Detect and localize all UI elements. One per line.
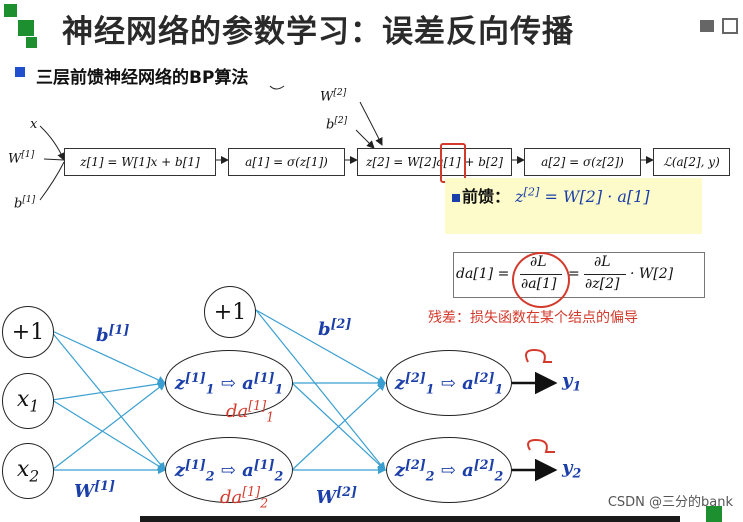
residual-note: 残差：损失函数在某个结点的偏导 [428, 310, 638, 326]
arrow-icon: ⇨ [220, 459, 236, 481]
chain-box-z1: z[1] = W[1]x + b[1] [64, 148, 216, 176]
arrow-icon: ⇨ [440, 459, 456, 481]
arrow-icon: ⇨ [440, 372, 456, 394]
slide-icon-2 [722, 18, 738, 34]
hidden-node-2: z[1]2 ⇨ a[1]2 [165, 437, 293, 503]
w2-label: W[2] [316, 484, 357, 508]
highlight-mark-a1 [440, 143, 466, 183]
input-node-x1: x1 [2, 373, 54, 429]
backprop-lhs: da[1] = [456, 266, 510, 282]
logo-square-2 [18, 20, 34, 36]
slide-subtitle: 三层前馈神经网络的BP算法 [36, 68, 249, 88]
hidden-node-1: z[1]1 ⇨ a[1]1 [165, 350, 293, 416]
b1-label: b[1] [96, 322, 130, 346]
slide-title: 神经网络的参数学习：误差反向传播 [62, 14, 574, 50]
chain-box-loss: ℒ(a[2], y) [653, 148, 730, 176]
backprop-frac2-den: ∂z[2] [585, 276, 620, 292]
input-x-label: x [30, 117, 38, 132]
chain-box-a1: a[1] = σ(z[1]) [228, 148, 345, 176]
input-node-x2: x2 [2, 443, 54, 499]
red-circle-mark [512, 252, 570, 308]
w1-label: W[1] [74, 478, 115, 502]
bottom-bar [140, 516, 680, 522]
input-w2-label: W[2] [320, 88, 347, 105]
input-b1-label: b[1] [14, 195, 36, 212]
bullet-icon [15, 67, 25, 77]
slide-icon [700, 20, 714, 32]
arrow-icon: ⇨ [220, 372, 236, 394]
logo-square-1 [4, 4, 17, 17]
feedforward-bullet-icon [452, 194, 460, 202]
frac2-line [584, 274, 626, 275]
backprop-equation-box [453, 252, 705, 298]
hidden-da-2: da[1]2 [220, 484, 269, 511]
network-edges [49, 309, 558, 482]
output-node-2: z[2]2 ⇨ a[2]2 [386, 437, 512, 503]
bottom-right-square [706, 506, 722, 522]
watermark: CSDN @三分的bank [607, 495, 733, 510]
backprop-eq-sign: = [568, 266, 580, 282]
backprop-frac2-num: ∂L [594, 254, 611, 270]
backprop-tail: · W[2] [630, 266, 674, 282]
b2-label: b[2] [318, 316, 352, 340]
logo-square-3 [26, 37, 37, 48]
hidden-da-1: da[1]1 [226, 398, 275, 425]
input-w1-label: W[1] [8, 150, 35, 167]
chain-box-a2: a[2] = σ(z[2]) [524, 148, 641, 176]
input-b2-label: b[2] [326, 116, 348, 133]
output-y2: y2 [562, 457, 582, 481]
chain-arrows [39, 85, 654, 201]
output-y1: y1 [562, 370, 582, 394]
feedforward-panel [445, 178, 702, 234]
input-node-bias: +1 [2, 306, 54, 358]
hidden-bias-node: +1 [204, 286, 256, 338]
feedforward-note: 前馈： z[2] = W[2] · a[1] [452, 183, 650, 207]
output-node-1: z[2]1 ⇨ a[2]1 [386, 350, 512, 416]
chain-box-z2: z[2] = W[2]a[1] + b[2] [357, 148, 512, 176]
